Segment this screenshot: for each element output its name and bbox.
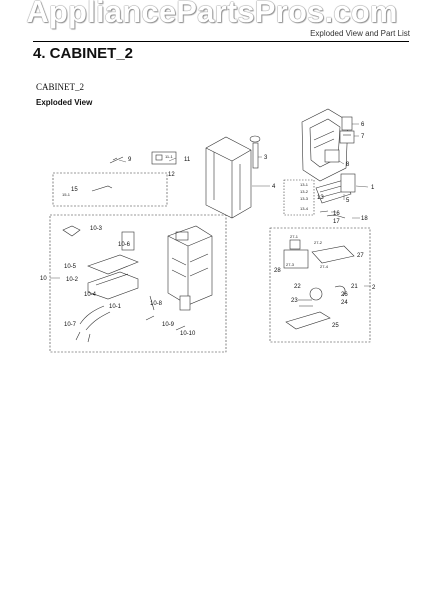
part-27-motor (289, 239, 301, 250)
part-10-4-drawer (87, 271, 139, 300)
callout-8: 8 (346, 162, 350, 168)
part-9-sensor (109, 156, 124, 164)
group-box-15 (52, 172, 168, 207)
callout-17: 17 (333, 219, 340, 225)
part-10-6-box (121, 231, 135, 251)
callout-13-4: 13-4 (300, 206, 309, 211)
part-23-bracket (298, 299, 313, 307)
watermark: AppliancePartsPros.com (26, 0, 398, 29)
part-6-bracket (341, 116, 353, 131)
callout-24: 24 (341, 300, 348, 306)
callout-13-2: 13-2 (300, 189, 309, 194)
callout-13-1: 13-1 (300, 182, 309, 187)
diagram-subtitle: CABINET_2 (36, 82, 84, 92)
part-27-panel (311, 245, 355, 264)
part-10-9-screw (175, 325, 186, 331)
callout-13-3: 13-3 (300, 196, 309, 201)
callout-4: 4 (272, 184, 276, 190)
callout-10-5: 10-5 (64, 264, 77, 270)
part-8-cover (324, 149, 340, 163)
callout-10-6: 10-6 (118, 242, 131, 248)
group-box-10 (49, 214, 227, 353)
exploded-view-label: Exploded View (36, 98, 93, 107)
callout-labels: 1 2 3 4 5 6 7 8 9 10 11 12 13 15 16 17 1… (40, 122, 376, 337)
part-15-wire (91, 185, 113, 192)
callout-2: 2 (372, 285, 376, 291)
callout-15-1: 15-1 (62, 192, 71, 197)
callout-28: 28 (274, 268, 281, 274)
group-box-13 (283, 179, 315, 216)
callout-27-3: 27-3 (286, 262, 295, 267)
part-10-3-part (62, 225, 81, 237)
back-cover-panel (301, 108, 349, 182)
callout-27-4: 27-4 (320, 264, 329, 269)
callout-23: 23 (291, 298, 298, 304)
part-25-base (285, 311, 331, 330)
callout-27-1: 27-1 (290, 234, 299, 239)
callout-10-4: 10-4 (84, 292, 97, 298)
callout-1: 1 (371, 185, 375, 191)
callout-9: 9 (128, 157, 132, 163)
callout-16: 16 (333, 211, 340, 217)
callout-26: 26 (341, 292, 348, 298)
callout-3: 3 (264, 155, 268, 161)
header-right-text: Exploded View and Part List (310, 29, 410, 38)
callout-21: 21 (351, 284, 358, 290)
callout-10: 10 (40, 276, 47, 282)
part-10-7-harness (79, 305, 111, 331)
callout-27-2: 27-2 (314, 240, 323, 245)
cabinet-panel (205, 136, 252, 219)
callout-10-1: 10-1 (109, 304, 122, 310)
callout-25: 25 (332, 323, 339, 329)
callout-10-3: 10-3 (90, 226, 103, 232)
callout-13: 13 (317, 195, 324, 201)
callout-22: 22 (294, 284, 301, 290)
part-10-8-screw (145, 315, 155, 321)
part-1-panel (340, 173, 356, 193)
callout-10-7: 10-7 (64, 322, 77, 328)
callout-7: 7 (361, 134, 365, 140)
section-title: 4. CABINET_2 (33, 45, 134, 62)
callout-10-8: 10-8 (150, 301, 163, 307)
callout-12: 12 (168, 172, 175, 178)
callout-27: 27 (357, 253, 364, 259)
part-21-pipe (334, 285, 346, 297)
part-3-hinge (252, 142, 259, 169)
part-10-5-shelf (87, 254, 139, 275)
callout-18: 18 (361, 216, 368, 222)
part-16-clip (319, 210, 329, 213)
callout-11: 11 (184, 157, 191, 163)
callout-6: 6 (361, 122, 365, 128)
leader-lines (50, 123, 371, 287)
callout-10-10: 10-10 (180, 331, 196, 337)
part-7-cover (339, 130, 355, 144)
callout-10-2: 10-2 (66, 277, 79, 283)
part-27-fan-box (283, 249, 309, 269)
callout-10-9: 10-9 (162, 322, 175, 328)
callout-15: 15 (71, 187, 78, 193)
part-3-cap (249, 135, 261, 143)
part-18-hose (326, 214, 346, 219)
part-22-compressor (309, 287, 323, 301)
header-rule (33, 41, 409, 42)
fridge-interior (167, 225, 213, 306)
callout-5: 5 (346, 198, 350, 204)
part-13-bracket (179, 295, 191, 311)
group-box-2 (269, 227, 371, 343)
callout-11-1: 11-1 (165, 154, 173, 159)
